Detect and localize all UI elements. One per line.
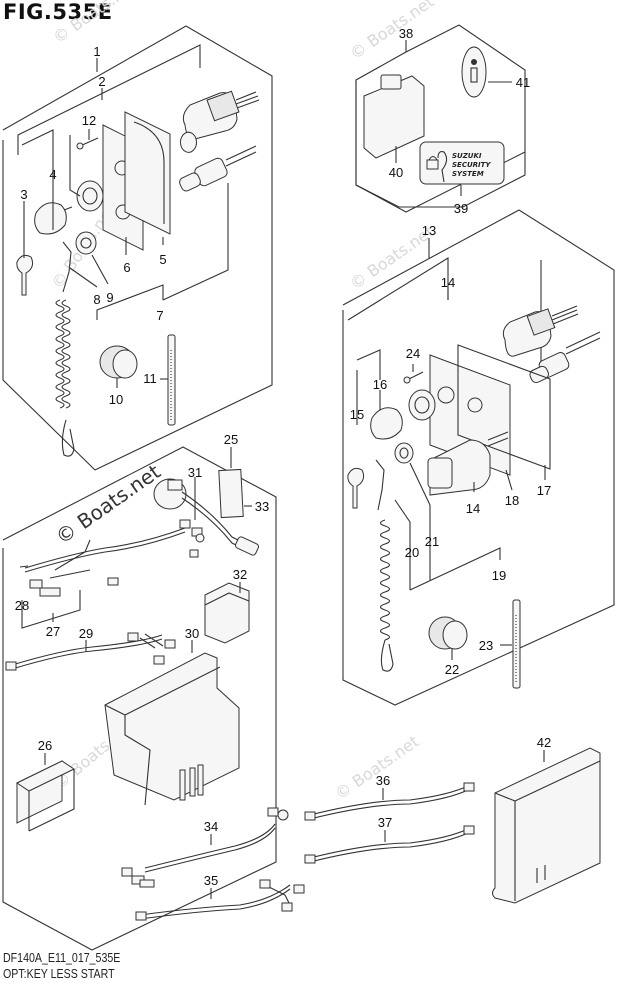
part-switch-with-wires	[179, 90, 260, 153]
part-rh-key	[347, 467, 365, 509]
callout-29[interactable]: 29	[79, 626, 93, 641]
section-name: OPT:KEY LESS START	[3, 967, 115, 981]
callout-1[interactable]: 1	[93, 44, 100, 59]
leaders-box25	[21, 447, 252, 765]
callout-31[interactable]: 31	[188, 465, 202, 480]
callout-34[interactable]: 34	[204, 819, 218, 834]
part-harness-27	[19, 519, 205, 597]
callout-32[interactable]: 32	[233, 567, 247, 582]
part-relay-cover	[204, 582, 250, 644]
leaders-box13	[356, 238, 546, 660]
part-round-cap	[99, 345, 138, 379]
part-control-module-42	[492, 747, 601, 904]
part-gasket	[124, 111, 171, 235]
part-rh-key-switch	[427, 431, 509, 496]
part-cable-37	[304, 825, 475, 864]
callout-2[interactable]: 2	[98, 74, 105, 89]
part-cable-35	[135, 879, 305, 921]
callout-labels: 1 2 3 4 5 6 7 8 9 10 11 12 13 14 14 15 1…	[15, 26, 551, 888]
callout-28[interactable]: 28	[15, 598, 29, 613]
part-case-26	[15, 760, 76, 832]
watermark-dark: © Boats.net	[51, 459, 165, 549]
callout-3[interactable]: 3	[20, 187, 27, 202]
callout-10[interactable]: 10	[109, 392, 123, 407]
leaders-bottom	[210, 750, 545, 899]
callout-6[interactable]: 6	[123, 260, 130, 275]
group-box-1	[2, 25, 273, 471]
part-rh-cable-tie	[512, 599, 521, 689]
callout-16[interactable]: 16	[373, 377, 387, 392]
part-receiver-unit	[363, 74, 425, 159]
part-bracket-30	[104, 652, 240, 806]
callout-22[interactable]: 22	[445, 662, 459, 677]
callout-17[interactable]: 17	[537, 483, 551, 498]
part-rh-screw	[403, 371, 424, 384]
callout-36[interactable]: 36	[376, 773, 390, 788]
part-buzzer-wire	[181, 491, 260, 556]
callout-13[interactable]: 13	[422, 223, 436, 238]
part-cable-34	[121, 807, 289, 888]
badge-line1: SUZUKI	[452, 152, 482, 160]
callout-19[interactable]: 19	[492, 568, 506, 583]
group-box-25	[2, 446, 277, 951]
callout-12[interactable]: 12	[82, 113, 96, 128]
part-cable-36	[304, 782, 475, 821]
figure-title: FIG.535E	[3, 0, 113, 24]
watermark: © Boats.net	[49, 0, 140, 47]
callout-42[interactable]: 42	[537, 735, 551, 750]
watermark: © Boats.net	[346, 0, 437, 63]
security-label: SUZUKI SECURITY SYSTEM	[419, 141, 505, 185]
callout-37[interactable]: 37	[378, 815, 392, 830]
part-rh-round-cap	[428, 616, 468, 650]
part-rh-switch	[502, 305, 601, 384]
part-cable-29	[5, 632, 176, 671]
part-buzzer	[153, 478, 187, 510]
part-nut-ring	[76, 180, 104, 212]
callout-40[interactable]: 40	[389, 165, 403, 180]
callout-5[interactable]: 5	[159, 252, 166, 267]
callout-14-lower[interactable]: 14	[466, 501, 480, 516]
callout-21[interactable]: 21	[425, 534, 439, 549]
callout-7[interactable]: 7	[156, 308, 163, 323]
part-screw	[76, 137, 99, 150]
leaders-box38	[395, 40, 512, 196]
callout-9[interactable]: 9	[106, 290, 113, 305]
callout-38[interactable]: 38	[399, 26, 413, 41]
leaders-box1	[21, 58, 229, 388]
callout-14-upper[interactable]: 14	[441, 275, 455, 290]
part-small-nut	[75, 231, 97, 255]
part-rh-nut-ring	[408, 389, 436, 421]
model-code: DF140A_E11_017_535E	[3, 951, 121, 965]
callout-23[interactable]: 23	[479, 638, 493, 653]
callout-11[interactable]: 11	[143, 371, 157, 386]
part-fob	[461, 46, 487, 98]
callout-41[interactable]: 41	[516, 75, 530, 90]
badge-line2: SECURITY	[452, 161, 491, 169]
callout-4[interactable]: 4	[49, 167, 56, 182]
callout-27[interactable]: 27	[46, 624, 60, 639]
callout-39[interactable]: 39	[454, 201, 468, 216]
callout-15[interactable]: 15	[350, 407, 364, 422]
part-plug-connector	[179, 145, 257, 192]
part-rh-cap	[370, 407, 403, 440]
part-lanyard-coil	[55, 241, 75, 457]
watermark: © Boats.net	[331, 732, 422, 804]
callout-33[interactable]: 33	[255, 499, 269, 514]
part-key	[16, 254, 34, 296]
callout-8[interactable]: 8	[93, 292, 100, 307]
callout-25[interactable]: 25	[224, 432, 238, 447]
callout-35[interactable]: 35	[204, 873, 218, 888]
callout-26[interactable]: 26	[38, 738, 52, 753]
callout-30[interactable]: 30	[185, 626, 199, 641]
callout-24[interactable]: 24	[406, 346, 420, 361]
part-cable-tie	[167, 334, 176, 426]
part-label-33	[218, 468, 244, 519]
badge-line3: SYSTEM	[452, 170, 484, 178]
callout-18[interactable]: 18	[505, 493, 519, 508]
callout-20[interactable]: 20	[405, 545, 419, 560]
part-rh-lanyard-coil	[375, 459, 394, 672]
part-rh-small-nut	[394, 442, 414, 464]
